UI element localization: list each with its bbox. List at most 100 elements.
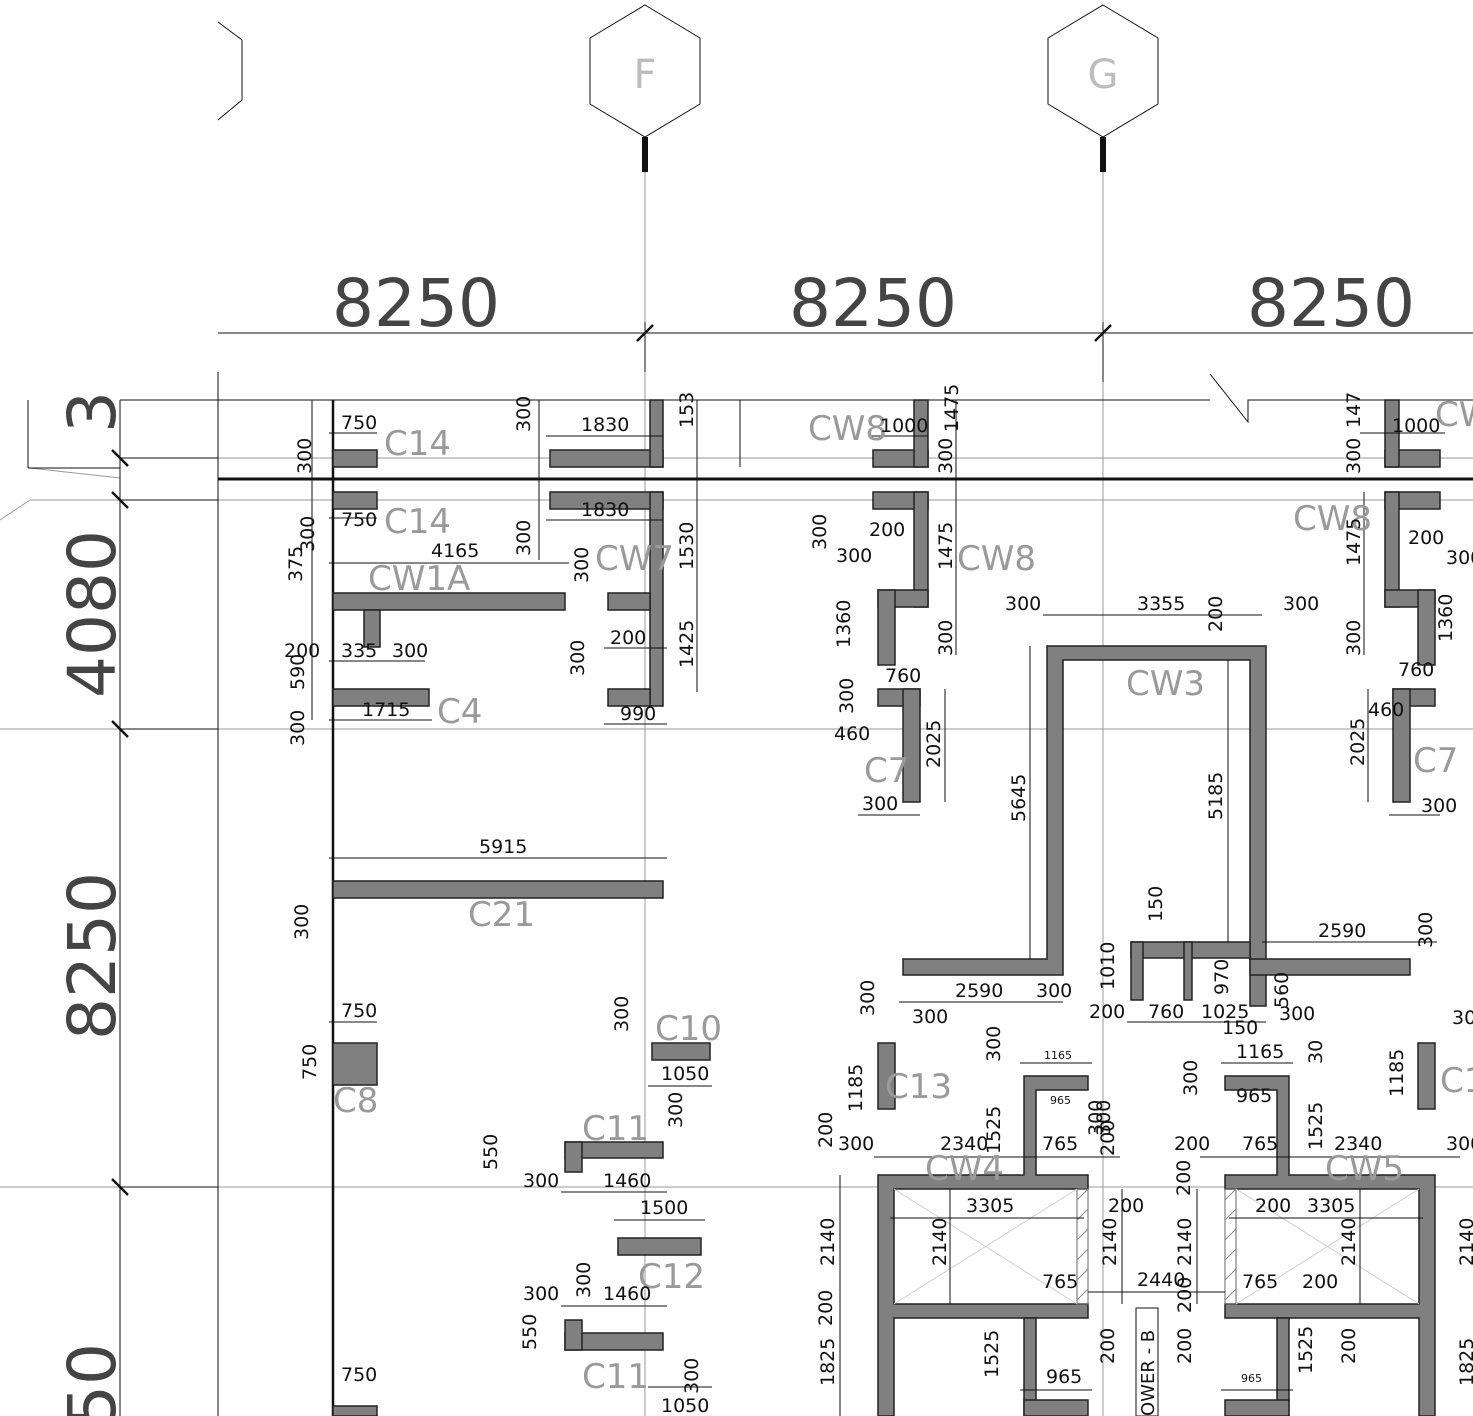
wall-top-1530-a [649, 399, 664, 468]
dim-200-b: 200 [1408, 527, 1444, 549]
dim-1050-a: 1050 [661, 1063, 709, 1085]
dim-4165: 4165 [431, 540, 479, 562]
dim-300-h: 300 [809, 514, 831, 550]
dim-1165-b: 1165 [1236, 1041, 1284, 1063]
dim-200-e: 200 [1205, 596, 1227, 632]
dim-300-k: 300 [287, 710, 309, 746]
dim-1500: 1500 [640, 1197, 688, 1219]
dim-970: 970 [1211, 959, 1233, 995]
dim-765-a: 765 [1042, 1133, 1078, 1155]
dim-200-h: 200 [1097, 1120, 1119, 1156]
dim-150-a: 150 [1145, 886, 1167, 922]
dim-300-ai: 300 [1085, 1100, 1107, 1136]
label-c21: C21 [468, 895, 535, 935]
dim-2140-f: 2140 [1456, 1218, 1473, 1266]
dim-300-r: 300 [1283, 593, 1319, 615]
dim-200-o: 200 [1174, 1277, 1196, 1313]
dim-1475-c: 1475 [1343, 518, 1365, 566]
dim-5915: 5915 [479, 836, 527, 858]
dim-965-a: 965 [1050, 1094, 1071, 1107]
label-c11-b: C11 [582, 1357, 649, 1397]
dim-965-b: 965 [1236, 1085, 1272, 1107]
element-labels: C14 C14 CW1A C4 CW7 CW8 CW8 CW8 CW8 CW3 … [333, 395, 1473, 1416]
dim-300-n: 300 [935, 620, 957, 656]
dim-1360-b: 1360 [1435, 594, 1457, 642]
dim-200-c: 200 [284, 640, 320, 662]
dim-300-ac: 300 [1093, 1100, 1115, 1136]
axis-label-g: G [1088, 52, 1119, 98]
dim-300-f: 300 [513, 520, 535, 556]
dim-560: 560 [1271, 972, 1293, 1008]
dim-2140-b: 2140 [929, 1218, 951, 1266]
dim-300-t: 300 [1421, 795, 1457, 817]
dim-750-d: 750 [299, 1044, 321, 1080]
dim-460-a: 460 [834, 723, 870, 745]
bay-dim-top-3: 8250 [1247, 265, 1415, 342]
wall-cw7-spine [649, 491, 664, 707]
dim-300-m: 300 [836, 545, 872, 567]
dim-300-u: 300 [291, 904, 313, 940]
dim-300-ah: 300 [838, 1133, 874, 1155]
dim-200-a: 200 [869, 519, 905, 541]
dim-300-ab: 300 [983, 1026, 1005, 1062]
dim-590: 590 [287, 654, 309, 690]
dim-300-ae: 30 [1305, 1040, 1327, 1064]
label-c11-a: C11 [582, 1109, 649, 1149]
dim-765-b: 765 [1242, 1133, 1278, 1155]
wall-c4 [332, 688, 430, 707]
wall-cw1a-leg [363, 609, 381, 648]
wall-cw7-base [607, 688, 651, 707]
dim-2025-b: 2025 [1347, 718, 1369, 766]
label-cw8-b: CW8 [957, 539, 1036, 579]
wall-c14-a [332, 449, 378, 468]
wall-cw3-right-arm [1249, 958, 1411, 976]
dim-750-c: 750 [341, 1000, 377, 1022]
dim-1185-a: 1185 [845, 1064, 867, 1112]
wall-cw5 [1224, 1075, 1436, 1416]
bay-dim-left-2: 4080 [54, 530, 131, 698]
dim-3305-b: 3305 [1307, 1195, 1355, 1217]
dim-200-f: 200 [1089, 1001, 1125, 1023]
dim-1050-b: 1050 [661, 1395, 709, 1416]
label-c14-a: C14 [384, 424, 451, 464]
wall-cw5-lower-right [1276, 1317, 1290, 1416]
dim-150-b: 150 [1222, 1017, 1258, 1039]
dim-200-j: 200 [1173, 1160, 1195, 1196]
label-cw3: CW3 [1126, 664, 1205, 704]
axis-bubble-f: F [589, 4, 701, 172]
dim-300-ak: 300 [573, 1262, 595, 1298]
axis-bubble-g: G [1047, 4, 1159, 172]
bay-dimensions: 8250 8250 8250 3 4080 8250 50 [54, 265, 1415, 1416]
dim-750-e: 750 [341, 1364, 377, 1386]
dim-300-b: 300 [513, 396, 535, 432]
bay-dim-left-3: 8250 [54, 872, 131, 1040]
dim-300-l: 300 [567, 640, 589, 676]
dim-200-r: 200 [1338, 1328, 1360, 1364]
dim-1530-a: 153 [676, 392, 698, 428]
dim-375: 375 [285, 546, 307, 582]
dim-300-g: 300 [571, 547, 593, 583]
dim-300-am: 300 [681, 1358, 703, 1394]
dim-2140-c: 2140 [1099, 1218, 1121, 1266]
dim-300-aa: 300 [611, 996, 633, 1032]
wall-c12 [617, 1237, 702, 1256]
wall-c11-b-leg [564, 1319, 583, 1351]
dim-300-al: 300 [523, 1283, 559, 1305]
dim-1830-a: 1830 [581, 414, 629, 436]
dim-1475-a: 1475 [941, 384, 963, 432]
dim-200-l: 200 [1255, 1195, 1291, 1217]
dim-300-a: 300 [294, 438, 316, 474]
wall-c7-a-leg [902, 688, 921, 803]
bay-dim-left-4: 50 [54, 1343, 131, 1416]
label-cw7: CW7 [595, 539, 674, 579]
wall-cw4-lower-left [1023, 1317, 1037, 1416]
label-cw8-d: CW8 [1293, 499, 1372, 539]
dim-3355: 3355 [1137, 593, 1185, 615]
dim-1025: 1025 [1201, 1001, 1249, 1023]
wall-cw5-lower-base [1224, 1399, 1290, 1416]
dim-5645: 5645 [1008, 774, 1030, 822]
dim-147: 147 [1343, 392, 1365, 428]
dim-1010: 1010 [1097, 942, 1119, 990]
dim-1825-a: 1825 [817, 1338, 839, 1386]
